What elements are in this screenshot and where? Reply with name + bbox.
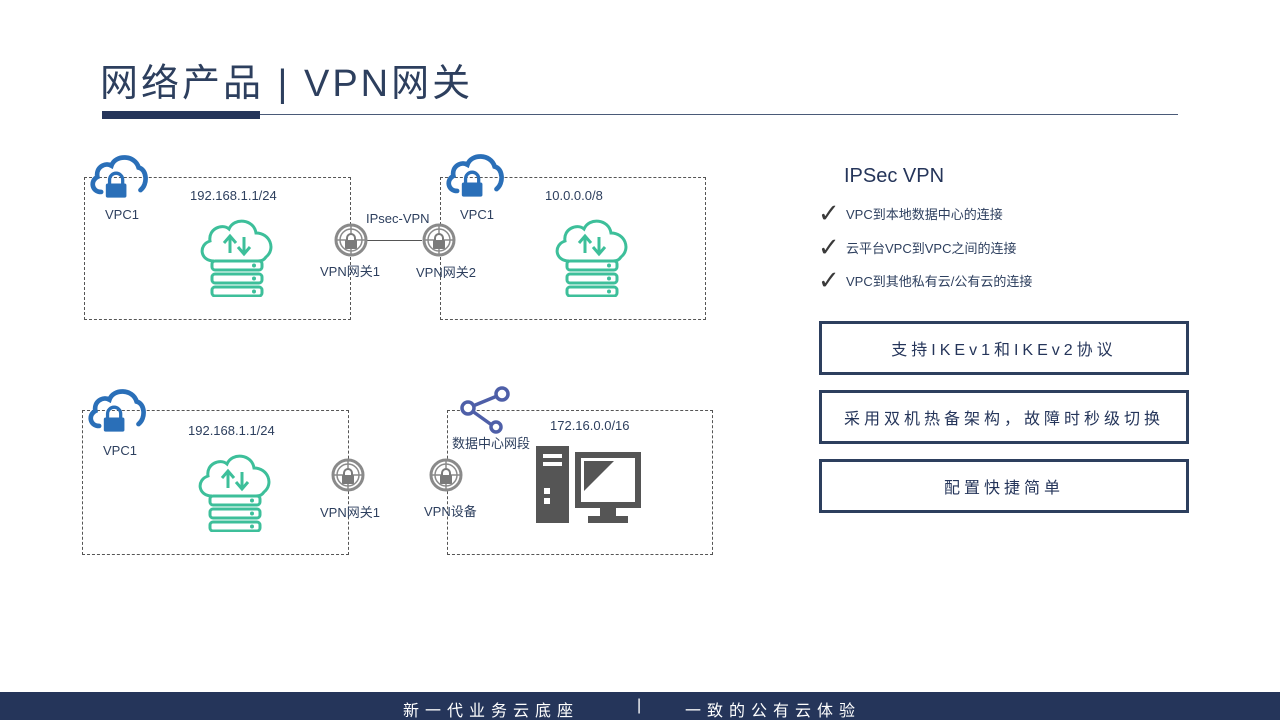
feature-item: ✓ 云平台VPC到VPC之间的连接 [818,232,1016,262]
bottom-left-cidr: 192.168.1.1/24 [188,423,275,438]
cloud-server-icon [551,217,633,297]
feature-item: ✓ VPC到本地数据中心的连接 [818,198,1003,228]
vpn-device-label: VPN设备 [424,504,477,519]
ipsec-tunnel-line [366,240,422,241]
title-accent-bar [102,111,260,119]
desktop-computer-icon [536,446,641,523]
top-right-vpc-label: VPC1 [460,207,494,222]
bottom-left-vpc-label: VPC1 [103,443,137,458]
cloud-lock-icon [444,151,504,199]
footer-bar: 新一代业务云底座 | 一致的公有云体验 [0,692,1280,720]
checkmark-icon: ✓ [818,232,840,262]
datacenter-cidr: 172.16.0.0/16 [550,418,630,433]
cloud-lock-icon [88,152,148,200]
vpn-gateway-icon [334,223,368,257]
footer-left-slogan: 新一代业务云底座 [403,703,580,720]
top-gateway-1-label: VPN网关1 [320,264,380,279]
page-title: 网络产品 | VPN网关 [100,63,474,105]
feature-item-label: 云平台VPC到VPC之间的连接 [846,240,1017,256]
feature-item-label: VPC到本地数据中心的连接 [846,206,1003,222]
cloud-server-icon [196,217,278,297]
cloud-lock-icon [86,386,146,434]
top-gateway-2-label: VPN网关2 [416,265,476,280]
ipsec-link-label: IPsec-VPN [366,211,430,226]
datacenter-segment-label: 数据中心网段 [452,436,531,451]
top-right-cidr: 10.0.0.0/8 [545,188,603,203]
share-icon [460,386,510,434]
footer-right-slogan: 一致的公有云体验 [685,703,862,720]
feature-box-config: 配置快捷简单 [819,459,1189,513]
top-left-cidr: 192.168.1.1/24 [190,188,277,203]
vpn-gateway-icon [331,458,365,492]
features-title: IPSec VPN [844,165,945,187]
footer-divider: | [637,697,648,714]
feature-item-label: VPC到其他私有云/公有云的连接 [846,273,1033,289]
title-divider-line [260,114,1178,115]
checkmark-icon: ✓ [818,198,840,228]
feature-item: ✓ VPC到其他私有云/公有云的连接 [818,265,1032,295]
feature-box-ike: 支持IKEv1和IKEv2协议 [819,321,1189,375]
bottom-gateway-label: VPN网关1 [320,505,380,520]
vpn-gateway-icon [422,223,456,257]
vpn-gateway-icon [429,458,463,492]
top-left-vpc-label: VPC1 [105,207,139,222]
checkmark-icon: ✓ [818,265,840,295]
feature-box-ha: 采用双机热备架构，故障时秒级切换 [819,390,1189,444]
cloud-server-icon [194,452,276,532]
